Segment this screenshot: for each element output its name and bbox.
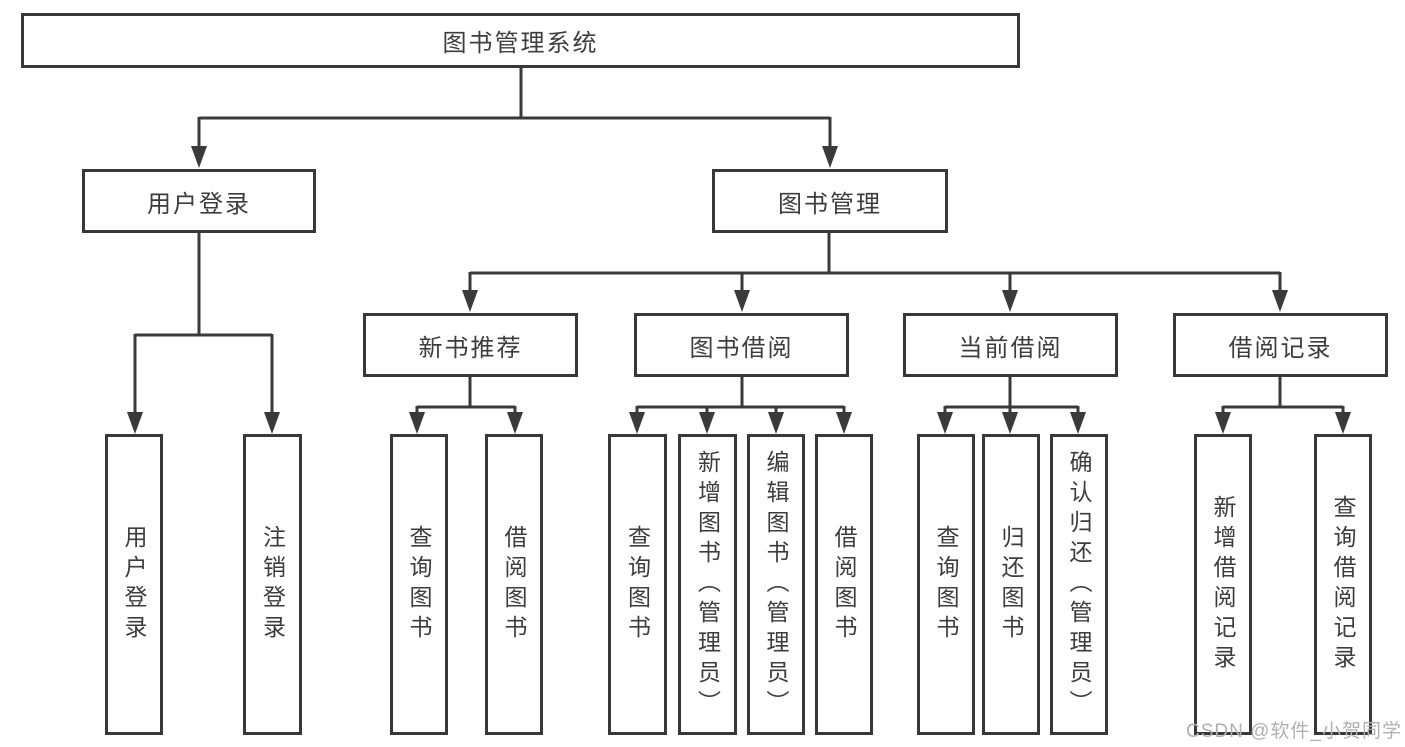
arrowhead-icon — [1002, 290, 1018, 312]
arrowhead-icon — [1335, 412, 1351, 434]
arrowhead-icon — [734, 290, 750, 312]
node-current-borrowing-label: 当前借阅 — [958, 334, 1063, 362]
leaf-borrow-edit-books-admin: 编辑图书（管理员） — [747, 434, 805, 735]
leaf-borrow-add-books-admin: 新增图书（管理员） — [678, 434, 737, 735]
leaf-current-return-books: 归还图书 — [982, 434, 1040, 735]
arrowhead-icon — [462, 290, 478, 312]
leaf-user-login-label: 用户登录 — [121, 524, 147, 645]
node-borrowing-records-label: 借阅记录 — [1228, 334, 1333, 362]
node-new-book-recommendation-label: 新书推荐 — [418, 334, 523, 362]
node-user-login: 用户登录 — [82, 169, 316, 233]
csdn-watermark: CSDN @软件_小贺同学 — [1186, 721, 1402, 742]
leaf-current-return-books-label: 归还图书 — [998, 524, 1024, 645]
node-borrowing-records: 借阅记录 — [1173, 313, 1388, 377]
leaf-borrow-query-books: 查询图书 — [608, 434, 667, 735]
leaf-borrow-edit-books-admin-label: 编辑图书（管理员） — [763, 449, 789, 720]
leaf-current-query-books-label: 查询图书 — [933, 524, 959, 645]
leaf-records-query-borrow-record-label: 查询借阅记录 — [1330, 494, 1356, 675]
leaf-recommend-query-books-label: 查询图书 — [406, 524, 432, 645]
leaf-records-query-borrow-record: 查询借阅记录 — [1314, 434, 1372, 735]
node-current-borrowing: 当前借阅 — [903, 313, 1118, 377]
leaf-borrow-borrow-books: 借阅图书 — [815, 434, 873, 735]
arrowhead-icon — [768, 412, 784, 434]
arrowhead-icon — [264, 412, 280, 434]
leaf-current-query-books: 查询图书 — [917, 434, 975, 735]
leaf-logout-label: 注销登录 — [259, 524, 286, 645]
arrowhead-icon — [507, 412, 523, 434]
arrowhead-icon — [1070, 412, 1086, 434]
node-new-book-recommendation: 新书推荐 — [363, 313, 578, 377]
arrowhead-icon — [191, 146, 207, 168]
node-book-management-label: 图书管理 — [778, 190, 882, 218]
leaf-records-add-borrow-record-label: 新增借阅记录 — [1210, 494, 1236, 675]
node-library-system: 图书管理系统 — [21, 13, 1020, 68]
arrowhead-icon — [699, 412, 715, 434]
leaf-recommend-borrow-books: 借阅图书 — [485, 434, 543, 735]
leaf-borrow-borrow-books-label: 借阅图书 — [831, 524, 857, 645]
leaf-recommend-query-books: 查询图书 — [390, 434, 448, 735]
leaf-logout: 注销登录 — [243, 434, 302, 735]
arrowhead-icon — [836, 412, 852, 434]
leaf-records-add-borrow-record: 新增借阅记录 — [1194, 434, 1252, 735]
arrowhead-icon — [1272, 290, 1288, 312]
leaf-current-confirm-return-admin-label: 确认归还（管理员） — [1066, 449, 1092, 720]
node-book-borrowing-label: 图书借阅 — [689, 334, 794, 362]
arrowhead-icon — [127, 412, 143, 434]
leaf-recommend-borrow-books-label: 借阅图书 — [501, 524, 527, 645]
leaf-borrow-query-books-label: 查询图书 — [624, 524, 651, 645]
arrowhead-icon — [937, 412, 953, 434]
arrowhead-icon — [629, 412, 645, 434]
arrowhead-icon — [1002, 412, 1018, 434]
arrowhead-icon — [822, 146, 838, 168]
node-user-login-label: 用户登录 — [147, 190, 251, 218]
leaf-user-login: 用户登录 — [105, 434, 163, 735]
node-book-management: 图书管理 — [712, 169, 948, 233]
arrowhead-icon — [1215, 412, 1231, 434]
node-book-borrowing: 图书借阅 — [634, 313, 849, 377]
node-library-system-label: 图书管理系统 — [442, 30, 599, 57]
leaf-borrow-add-books-admin-label: 新增图书（管理员） — [694, 449, 721, 720]
arrowhead-icon — [409, 412, 425, 434]
leaf-current-confirm-return-admin: 确认归还（管理员） — [1050, 434, 1108, 735]
